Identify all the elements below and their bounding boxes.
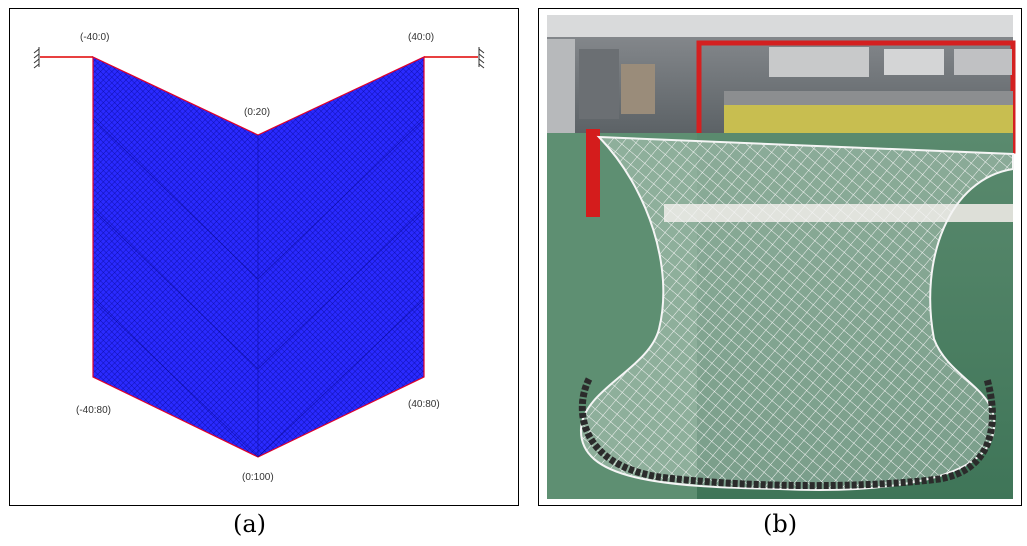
net-photo-illustration (547, 15, 1016, 499)
label-center-top: (0:20) (244, 107, 270, 118)
label-left-top: (-40:0) (80, 32, 109, 43)
mesh-diagonal-lines (92, 118, 425, 458)
simulation-diagram-panel: (-40:0) (40:0) (0:20) (-40:80) (40:80) (… (9, 8, 519, 506)
label-center-bottom: (0:100) (242, 472, 274, 483)
red-post (586, 129, 600, 217)
label-left-bottom: (-40:80) (76, 405, 111, 416)
caption-b: (b) (763, 510, 798, 538)
net-diagram-svg: (-40:0) (40:0) (0:20) (-40:80) (40:80) (… (33, 32, 485, 483)
caption-a: (a) (233, 510, 267, 538)
lead-chain (578, 377, 996, 490)
net-photo-panel (538, 8, 1022, 506)
label-right-top: (40:0) (408, 32, 434, 43)
right-fixed-support-icon (478, 47, 485, 69)
left-fixed-support-icon (33, 47, 40, 69)
label-right-bottom: (40:80) (408, 399, 440, 410)
